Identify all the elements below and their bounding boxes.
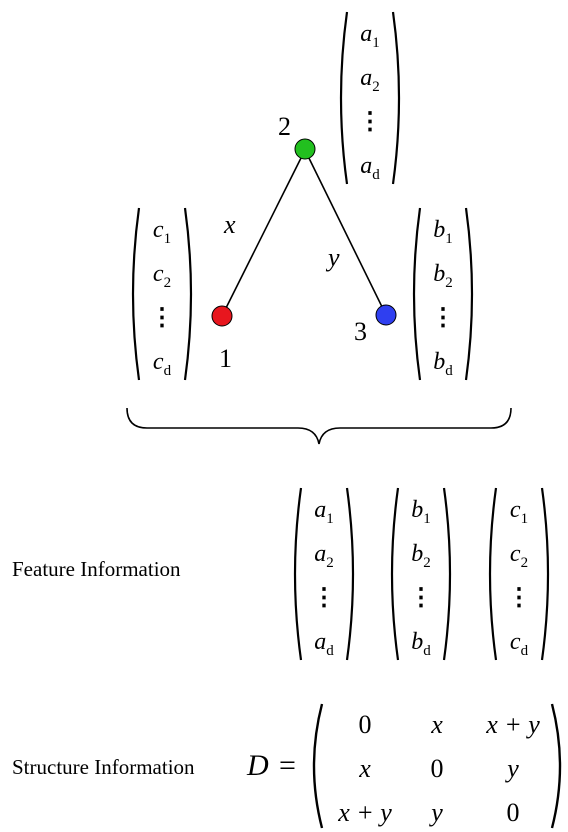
vector-entry: b2 (411, 541, 431, 571)
vector-entry: a1 (314, 497, 334, 527)
vector-entry: ⋮ (358, 109, 382, 135)
vector-entry: cd (152, 349, 172, 379)
matrix-cell: 0 (506, 798, 520, 827)
paren-pair (339, 11, 401, 185)
vector-entry: cd (509, 629, 529, 659)
feature-information-label: Feature Information (12, 557, 181, 581)
node-3-label: 3 (354, 317, 367, 346)
vector-entry: a2 (360, 65, 380, 95)
vector-a-top: a1 a2 ⋮ ad (337, 10, 403, 186)
vector-entry: a1 (360, 21, 380, 51)
vector-entry: c1 (509, 497, 529, 527)
vector-entry: a2 (314, 541, 334, 571)
node-2-label: 2 (278, 112, 291, 141)
vector-c-graph: c1 c2 ⋮ cd (129, 206, 195, 382)
edge-1-2 (221, 149, 306, 317)
matrix-cell: 0 (430, 754, 444, 783)
matrix-cell: x (359, 754, 371, 783)
vector-entry: ad (360, 153, 380, 183)
vector-entry: b2 (433, 261, 453, 291)
node-1 (211, 305, 233, 327)
matrix-cell: y (507, 754, 519, 783)
vector-entry: bd (411, 629, 431, 659)
node-3 (375, 304, 397, 326)
paren-pair (390, 487, 452, 661)
node-1-label: 1 (219, 344, 232, 373)
vector-entry: c2 (152, 261, 172, 291)
vector-entry: ⋮ (312, 585, 336, 611)
vector-b-graph: b1 b2 ⋮ bd (410, 206, 476, 382)
matrix-cell: 0 (358, 710, 372, 739)
vector-entry: c1 (152, 217, 172, 247)
equals-sign: = (279, 749, 296, 782)
edge-y-label: y (328, 243, 340, 272)
graph-diagram (126, 138, 512, 445)
vector-entry: b1 (433, 217, 453, 247)
structure-information-label: Structure Information (12, 755, 195, 779)
matrix-cell: x + y (486, 710, 540, 739)
distance-matrix: 0 x x + y x 0 y x + y y 0 (308, 702, 566, 830)
edge-x-label: x (224, 210, 236, 239)
vector-entry: ⋮ (150, 305, 174, 331)
paren-pair (293, 487, 355, 661)
grouping-brace (126, 407, 512, 445)
paren-pair (131, 207, 193, 381)
feature-vector-a: a1 a2 ⋮ ad (291, 486, 357, 662)
matrix-cell: x (431, 710, 443, 739)
vector-entry: ⋮ (507, 585, 531, 611)
paren-pair (412, 207, 474, 381)
matrix-cell: x + y (338, 798, 392, 827)
feature-vector-c: c1 c2 ⋮ cd (486, 486, 552, 662)
feature-vector-b: b1 b2 ⋮ bd (388, 486, 454, 662)
vector-entry: bd (433, 349, 453, 379)
vector-entry: ⋮ (431, 305, 455, 331)
paren-pair (488, 487, 550, 661)
vector-entry: c2 (509, 541, 529, 571)
matrix-cell: y (431, 798, 443, 827)
matrix-brackets (312, 703, 562, 829)
node-2 (294, 138, 316, 160)
vector-entry: ad (314, 629, 334, 659)
vector-entry: ⋮ (409, 585, 433, 611)
matrix-name: D (247, 749, 269, 782)
edge-2-3 (304, 149, 387, 316)
vector-entry: b1 (411, 497, 431, 527)
